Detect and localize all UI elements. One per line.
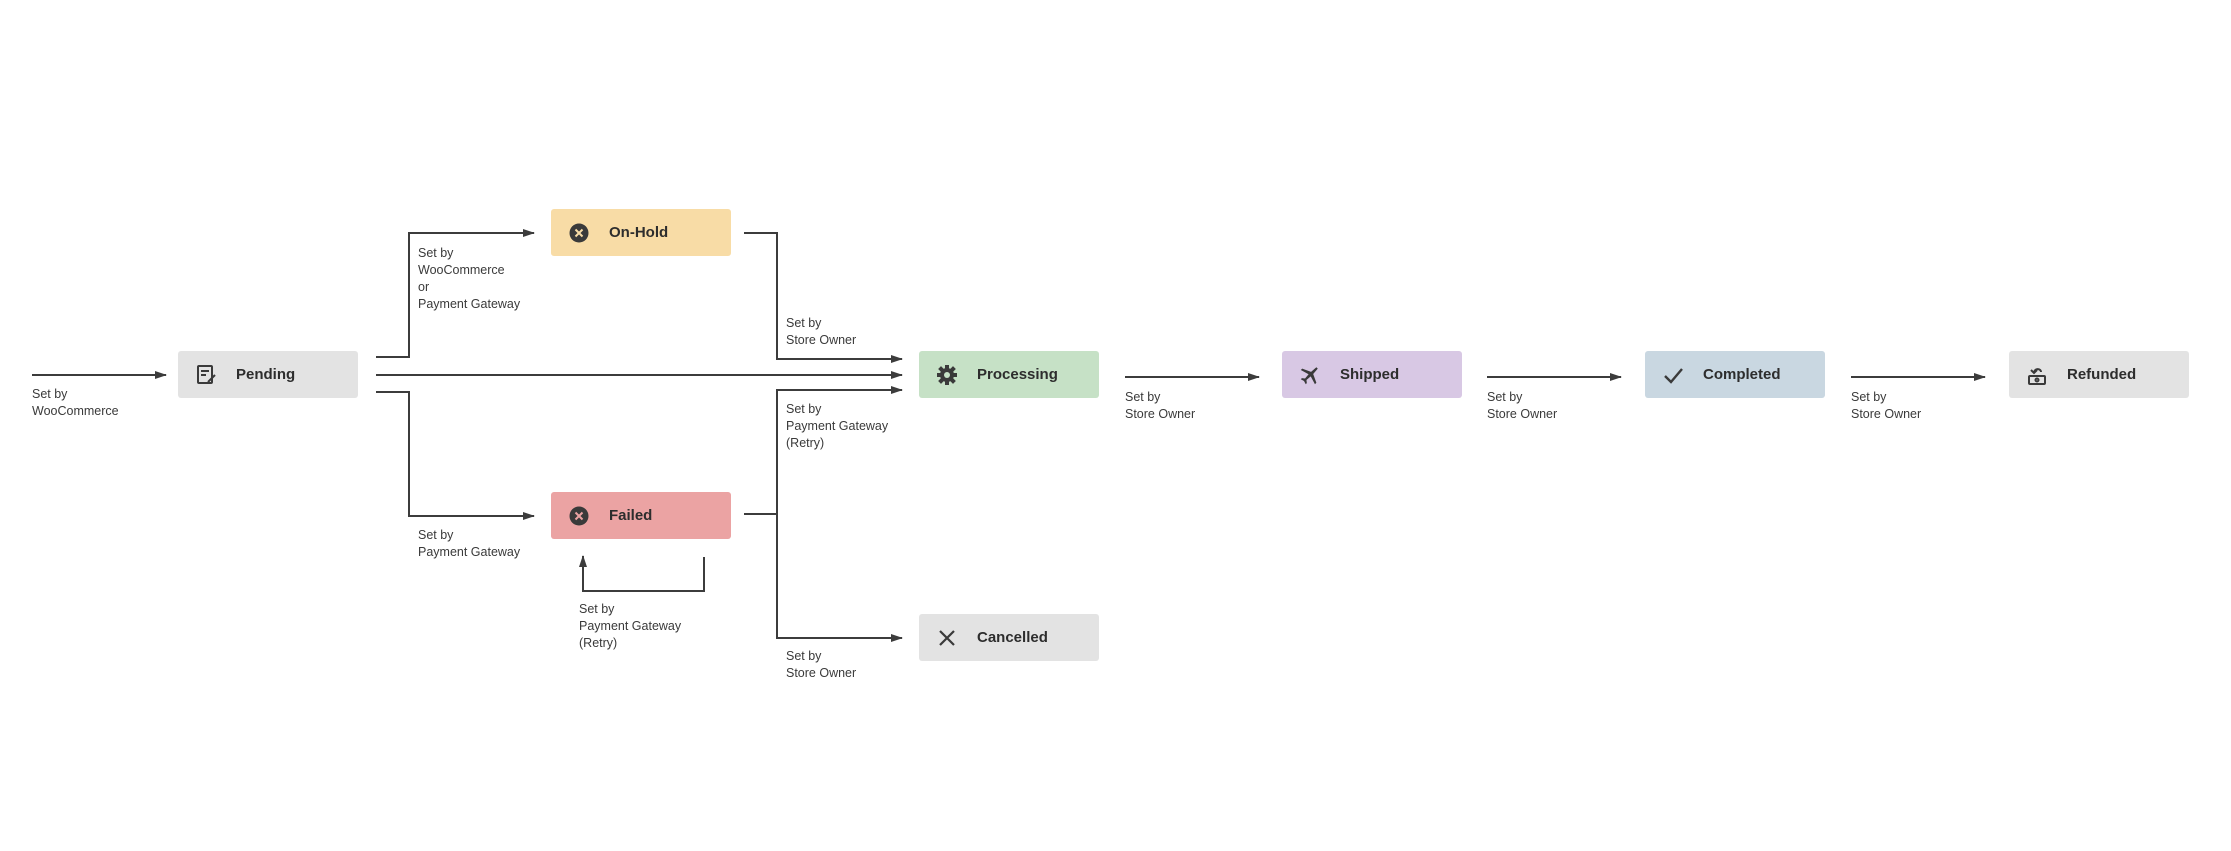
close-icon xyxy=(935,626,959,650)
edge-label-shipped-completed: Set by Store Owner xyxy=(1487,390,1558,421)
edge-label-failed-retry: Set by Payment Gateway (Retry) xyxy=(579,602,682,650)
gear-icon xyxy=(935,363,959,387)
plane-icon xyxy=(1298,363,1322,387)
edge-pending-failed xyxy=(376,391,535,520)
edge-pending-onhold xyxy=(376,229,535,358)
edge-label-failed-processing: Set by Payment Gateway (Retry) xyxy=(786,402,889,450)
status-node-cancelled: Cancelled xyxy=(919,614,1099,661)
circle-x-icon xyxy=(567,504,591,528)
edge-label-pending-failed: Set by Payment Gateway xyxy=(418,528,521,559)
node-label: Processing xyxy=(977,366,1058,383)
edge-failed-processing xyxy=(744,386,903,515)
order-pending-icon xyxy=(194,363,218,387)
edge-label-entry-pending: Set by WooCommerce xyxy=(32,387,119,418)
node-label: Refunded xyxy=(2067,366,2137,383)
status-node-completed: Completed xyxy=(1645,351,1825,398)
status-node-processing: Processing xyxy=(919,351,1099,398)
node-label: Completed xyxy=(1703,366,1781,383)
checkmark-icon xyxy=(1661,363,1685,387)
edge-label-completed-refunded: Set by Store Owner xyxy=(1851,390,1922,421)
node-label: Cancelled xyxy=(977,629,1048,646)
edge-label-pending-onhold: Set by WooCommerce or Payment Gateway xyxy=(418,246,521,311)
node-label: Shipped xyxy=(1340,366,1400,383)
edge-label-failed-cancelled: Set by Store Owner xyxy=(786,649,857,680)
edge-label-onhold-processing: Set by Store Owner xyxy=(786,316,857,347)
status-node-on-hold: On-Hold xyxy=(551,209,731,256)
status-node-shipped: Shipped xyxy=(1282,351,1462,398)
edge-onhold-processing xyxy=(744,232,903,363)
status-node-failed: Failed xyxy=(551,492,731,539)
node-label: Pending xyxy=(236,366,296,383)
refund-icon xyxy=(2025,363,2049,387)
node-label: On-Hold xyxy=(609,224,669,241)
edge-failed-cancelled xyxy=(776,514,903,642)
status-node-refunded: Refunded xyxy=(2009,351,2189,398)
status-node-pending: Pending xyxy=(178,351,358,398)
circle-x-icon xyxy=(567,221,591,245)
edge-failed-retry-loop xyxy=(579,555,705,592)
node-label: Failed xyxy=(609,507,653,524)
edge-label-processing-shipped: Set by Store Owner xyxy=(1125,390,1196,421)
